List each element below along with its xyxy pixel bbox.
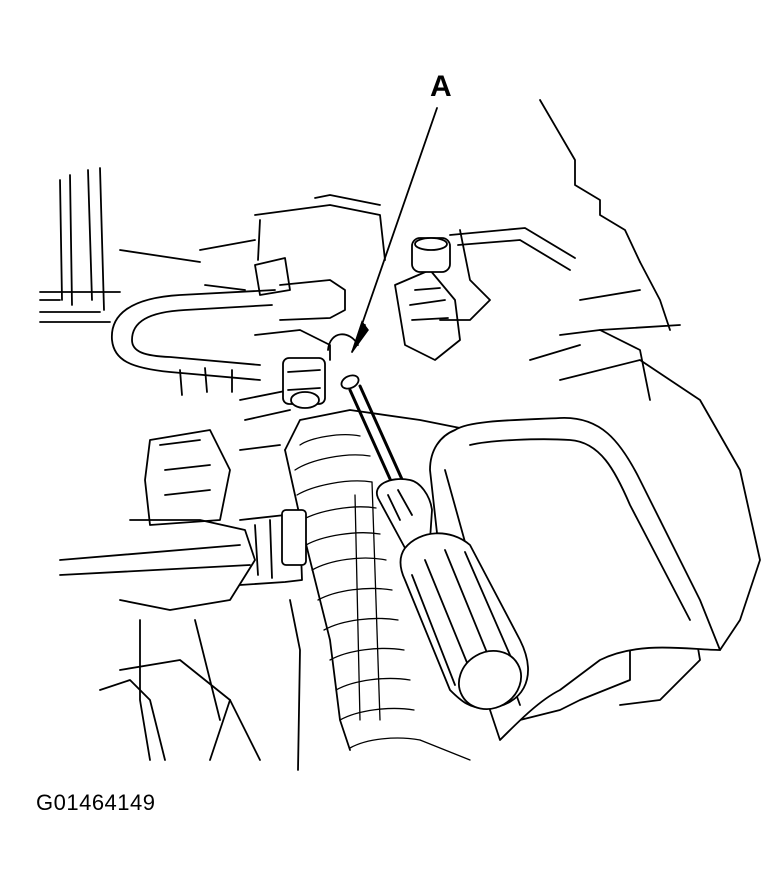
lower-hose [239,509,307,586]
engine-background-outlines [39,99,761,771]
callout-label-a: A [430,70,452,103]
vacuum-hose [111,279,346,396]
figure-id: G01464149 [36,790,156,815]
callout-a-leader [351,107,438,353]
hose-clamp-area [254,329,359,409]
screwdriver [340,374,529,710]
